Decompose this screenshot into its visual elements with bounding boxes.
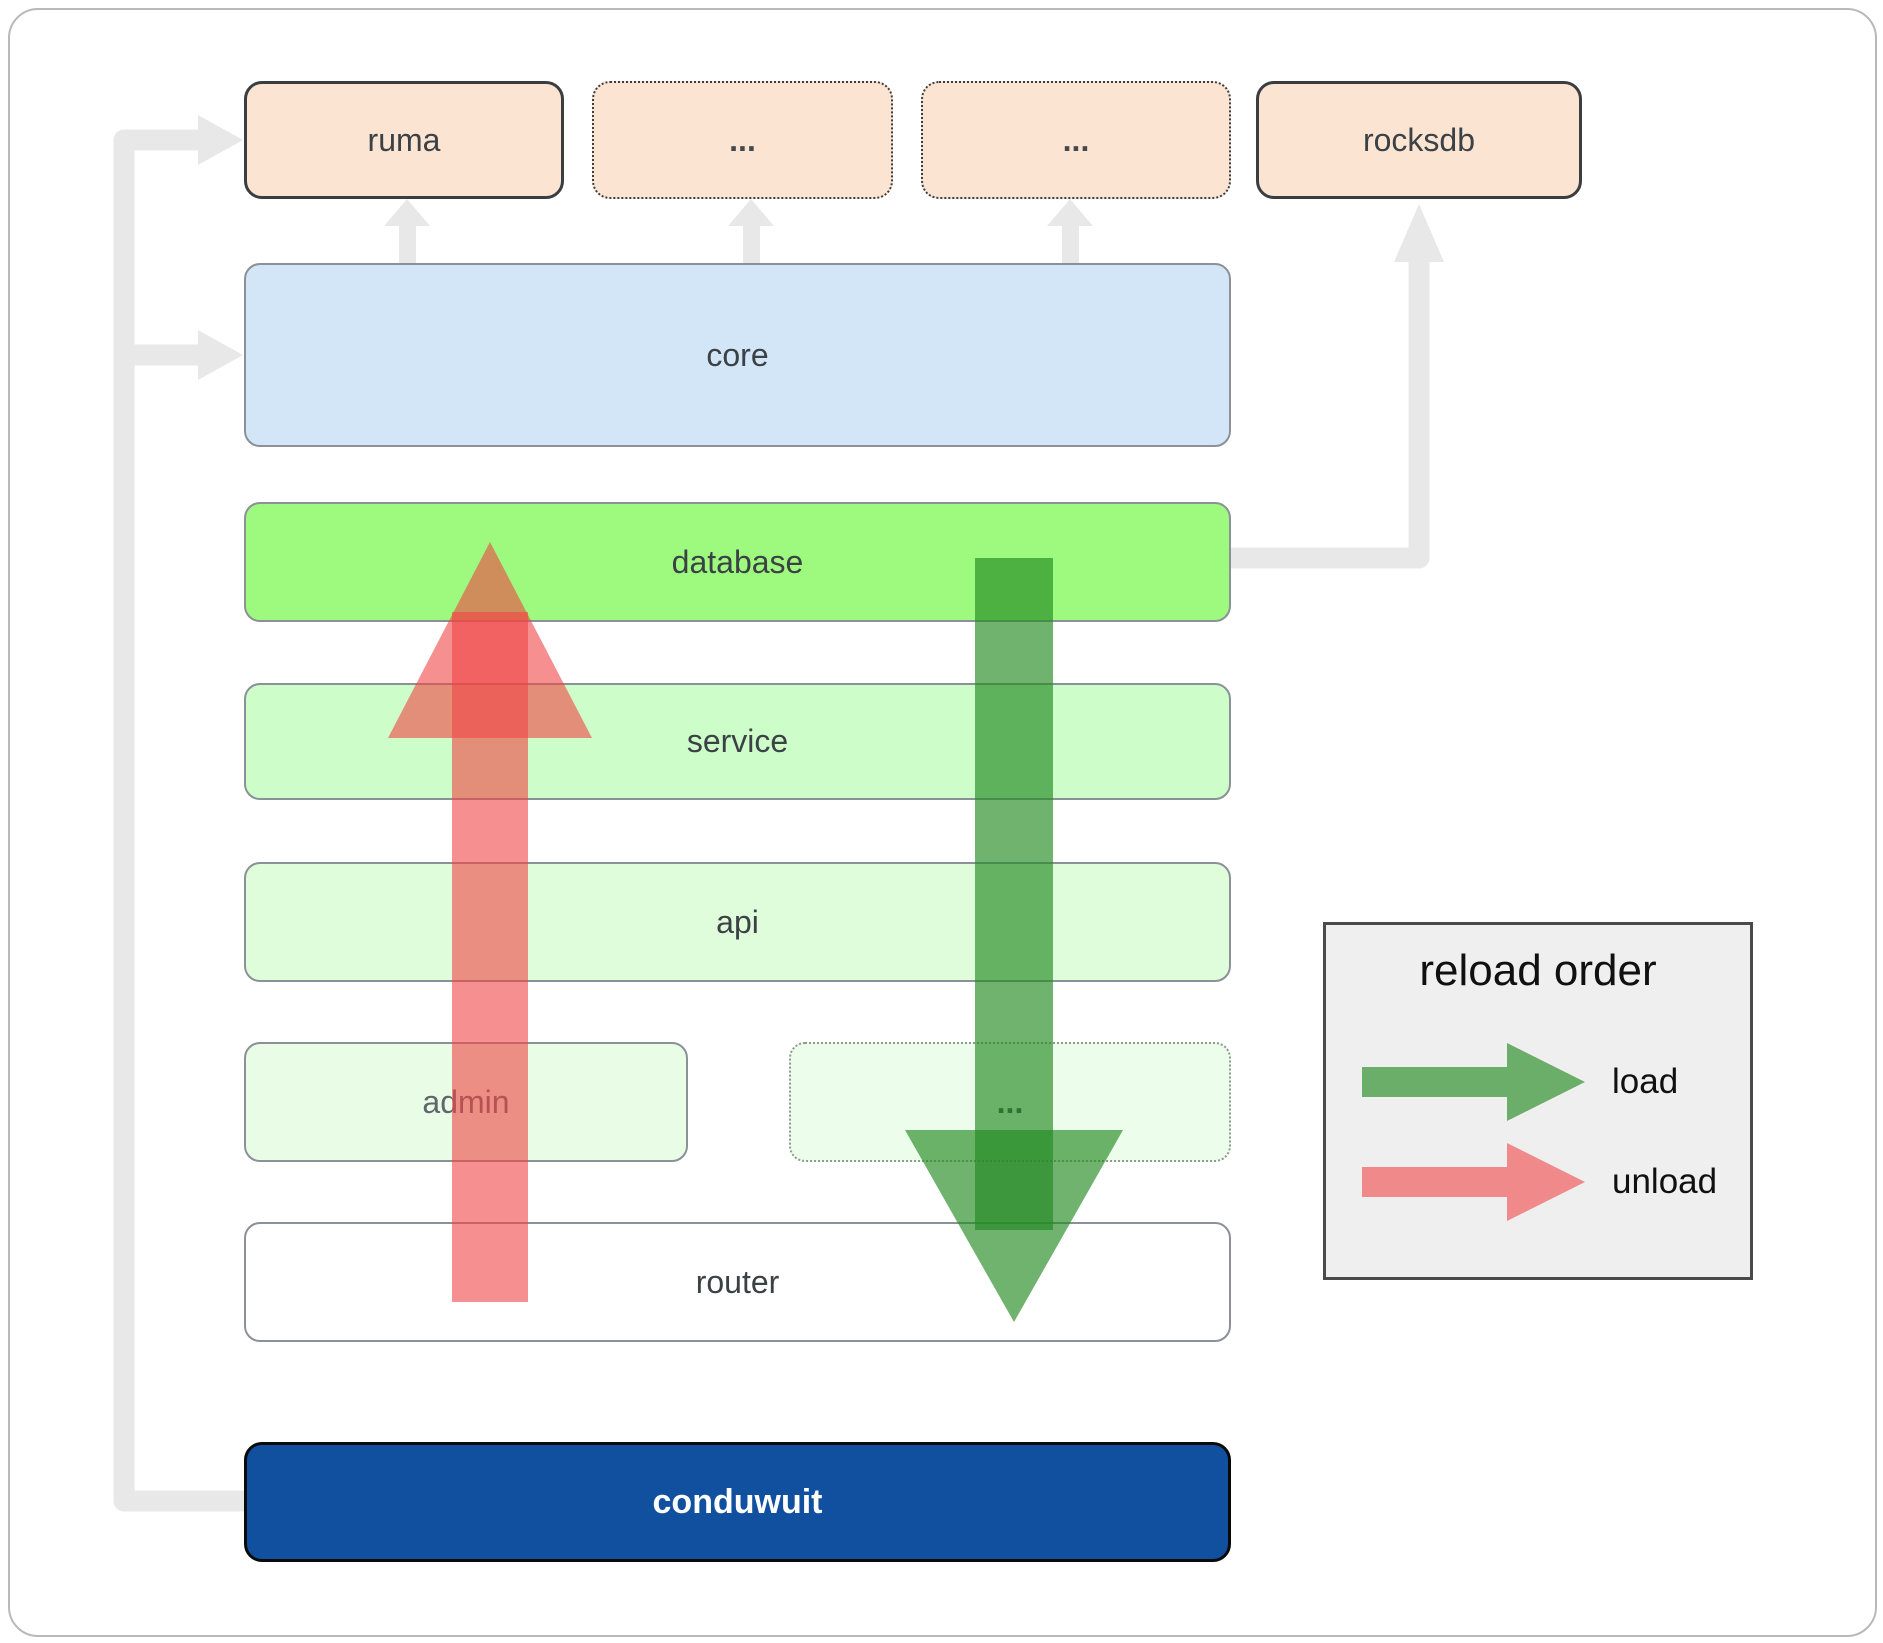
node-placeholder-top-2-label: ... <box>1062 121 1090 158</box>
node-rocksdb-label: rocksdb <box>1362 121 1476 158</box>
node-api: api <box>244 862 1231 982</box>
node-ruma-label: ruma <box>367 121 441 158</box>
node-database: database <box>244 502 1231 622</box>
node-admin-label: admin <box>422 1083 510 1120</box>
legend-unload-label: unload <box>1612 1162 1718 1201</box>
node-conduwuit: conduwuit <box>244 1442 1231 1562</box>
node-conduwuit-label: conduwuit <box>652 1482 823 1521</box>
node-placeholder-top-1-label: ... <box>729 121 756 158</box>
node-api-label: api <box>716 903 759 940</box>
node-core-label: core <box>706 336 769 373</box>
legend-load-label: load <box>1612 1062 1679 1101</box>
node-placeholder-admin: ... <box>789 1042 1231 1162</box>
node-core: core <box>244 263 1231 447</box>
node-placeholder-top-1: ... <box>592 81 893 199</box>
node-placeholder-admin-label: ... <box>996 1083 1024 1120</box>
node-router: router <box>244 1222 1231 1342</box>
legend-title: reload order <box>1419 946 1657 995</box>
node-service: service <box>244 683 1231 800</box>
node-database-label: database <box>671 543 804 580</box>
node-placeholder-top-2: ... <box>921 81 1231 199</box>
node-service-label: service <box>686 723 789 759</box>
node-ruma: ruma <box>244 81 564 199</box>
node-rocksdb: rocksdb <box>1256 81 1582 199</box>
diagram-outer-frame <box>8 8 1877 1637</box>
node-admin: admin <box>244 1042 688 1162</box>
node-router-label: router <box>695 1263 780 1300</box>
